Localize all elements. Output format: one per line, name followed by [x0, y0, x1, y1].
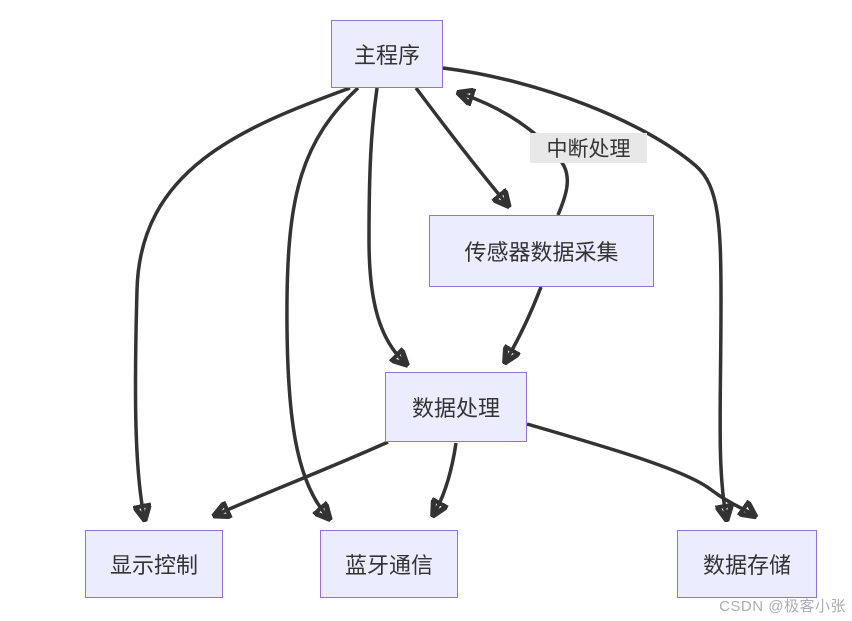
node-data-processing: 数据处理: [385, 372, 527, 442]
node-display-control: 显示控制: [85, 530, 223, 598]
node-data-processing-label: 数据处理: [411, 396, 500, 421]
edge-main-to-display: [135, 86, 351, 516]
node-bluetooth-communication-label: 蓝牙通信: [344, 553, 433, 578]
edge-main-to-process: [367, 87, 404, 362]
edge-process-to-bluetooth: [435, 442, 458, 512]
edge-process-to-storage: [526, 422, 752, 514]
node-main-program-label: 主程序: [353, 43, 420, 68]
node-sensor-data-collection: 传感器数据采集: [429, 215, 654, 287]
edge-process-to-display: [218, 440, 389, 514]
edge-main-to-bluetooth: [285, 86, 360, 516]
node-bluetooth-communication: 蓝牙通信: [320, 530, 458, 598]
watermark-text: CSDN @极客小张: [719, 598, 846, 615]
edge-sensor-to-process: [507, 286, 543, 359]
edge-main-to-storage: [442, 66, 726, 516]
node-data-storage-label: 数据存储: [702, 553, 791, 578]
node-main-program: 主程序: [331, 20, 443, 88]
edge-main-to-sensor: [414, 86, 506, 203]
node-data-storage: 数据存储: [677, 530, 817, 598]
edge-label-interrupt-handling: 中断处理: [530, 133, 647, 163]
node-sensor-data-collection-label: 传感器数据采集: [464, 240, 619, 265]
node-display-control-label: 显示控制: [109, 553, 198, 578]
